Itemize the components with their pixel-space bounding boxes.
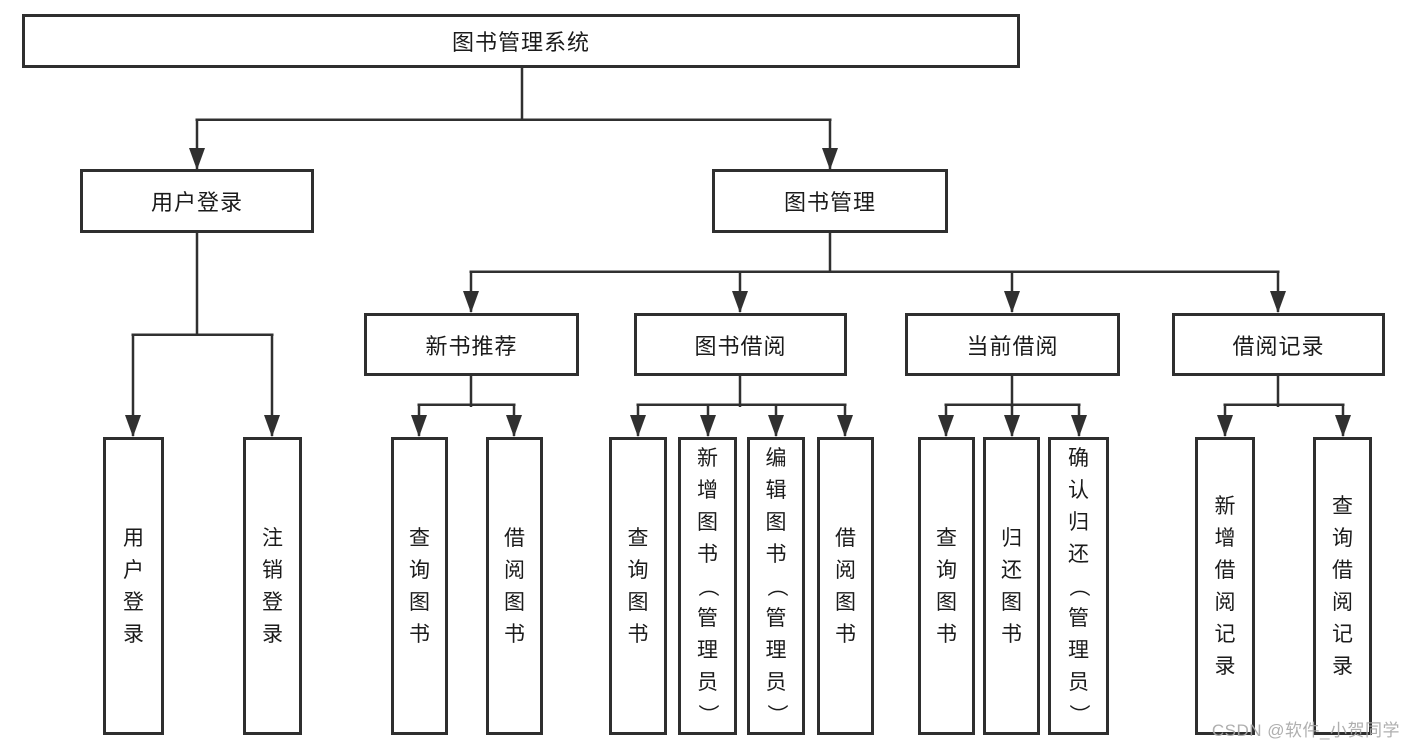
leaf-confirm-return-admin: 确认归还（管理员） [1048, 437, 1109, 735]
leaf-query-borrow-record: 查询借阅记录 [1313, 437, 1372, 735]
leaf-add-book-admin: 新增图书（管理员） [678, 437, 737, 735]
watermark: CSDN @软件_小贺同学 [1211, 721, 1400, 740]
node-user-login: 用户登录 [80, 169, 314, 233]
leaf-query-books-current: 查询图书 [918, 437, 975, 735]
leaf-user-login: 用户登录 [103, 437, 164, 735]
leaf-borrow-books-recommend: 借阅图书 [486, 437, 543, 735]
connector-stems [131, 68, 1345, 407]
node-new-book-recommend: 新书推荐 [364, 313, 579, 376]
leaf-edit-book-admin: 编辑图书（管理员） [747, 437, 805, 735]
leaf-borrow-books: 借阅图书 [817, 437, 874, 735]
leaf-return-book: 归还图书 [983, 437, 1040, 735]
node-book-borrow: 图书借阅 [634, 313, 847, 376]
node-current-borrow: 当前借阅 [905, 313, 1120, 376]
leaf-logout: 注销登录 [243, 437, 302, 735]
leaf-query-books-recommend: 查询图书 [391, 437, 448, 735]
node-book-management: 图书管理 [712, 169, 948, 233]
node-borrow-records: 借阅记录 [1172, 313, 1385, 376]
leaf-add-borrow-record: 新增借阅记录 [1195, 437, 1255, 735]
node-root: 图书管理系统 [22, 14, 1020, 68]
leaf-query-books-borrow: 查询图书 [609, 437, 667, 735]
